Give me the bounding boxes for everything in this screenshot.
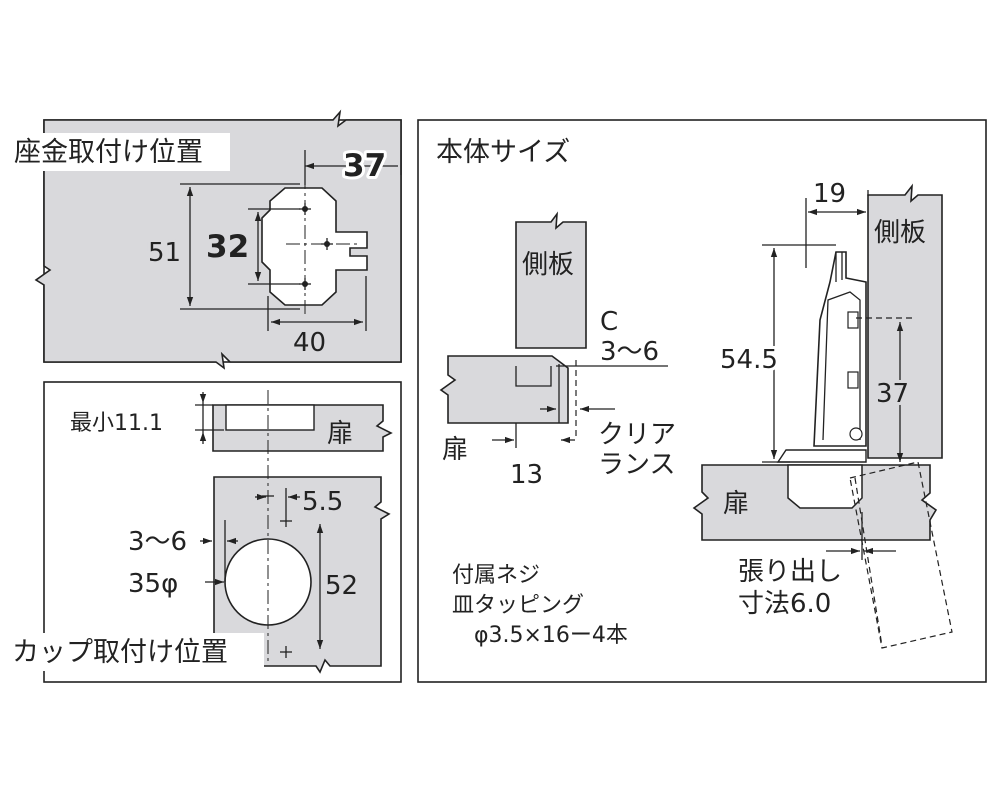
cup-bore-section [225,404,315,431]
clearance-line1: クリア [598,420,676,450]
side-panel-large [867,183,943,459]
dim-plate-width: 37 [343,148,386,184]
dim-mount-height: 37 [876,379,909,409]
dim-hole-pitch: 32 [206,229,249,265]
dim-edge-distance: 3〜6 [128,527,187,557]
dim-offset: 5.5 [302,487,343,517]
dim-outer-height: 51 [148,238,181,268]
door-section-small [439,355,569,424]
dim-min-thickness: 最小11.1 [70,411,163,436]
protrusion-line1: 張り出し [738,557,842,587]
overlay-c-label: C [600,307,618,337]
panel-title: カップ取付け位置 [12,637,228,668]
accessory-line2: 皿タッピング [452,593,584,618]
side-panel-label-large: 側板 [874,218,926,248]
accessory-line3: φ3.5×16ー4本 [474,623,628,648]
hinge-arm [813,251,867,447]
body-size-panel: 本体サイズ 側板 C 3〜6 クリア ランス 扉 13 付属ネジ 皿タッピング … [417,119,987,683]
cup-section [787,464,863,509]
mounting-plate [261,187,368,306]
panel-title: 本体サイズ [436,137,570,168]
overlay-range: 3〜6 [600,337,659,367]
title-bg [10,633,264,671]
side-panel-label: 側板 [522,250,574,280]
panel-title: 座金取付け位置 [14,137,203,168]
dim-top-width: 19 [813,179,846,209]
mounting-plate-panel: 座金取付け位置 37 51 32 40 [12,109,402,370]
dim-plate-bottom-width: 40 [293,328,326,358]
clearance-line2: ランス [598,450,675,480]
door-label: 扉 [327,419,353,449]
dim-body-height: 54.5 [720,345,778,375]
dim-cup-diameter: 35φ [128,569,178,599]
accessory-line1: 付属ネジ [452,563,540,588]
side-panel-section [515,211,587,349]
dim-door-overlap: 13 [510,460,543,490]
cup-mounting-panel: 扉 最小11.1 5.5 3〜6 35φ 52 カップ取付け位置 [10,381,402,683]
title-bg [12,133,230,171]
dim-cup-depth: 52 [325,571,358,601]
protrusion-line2: 寸法6.0 [738,589,831,619]
door-open-outline [849,461,953,649]
door-label-small: 扉 [442,435,468,465]
door-label-large: 扉 [723,489,749,519]
